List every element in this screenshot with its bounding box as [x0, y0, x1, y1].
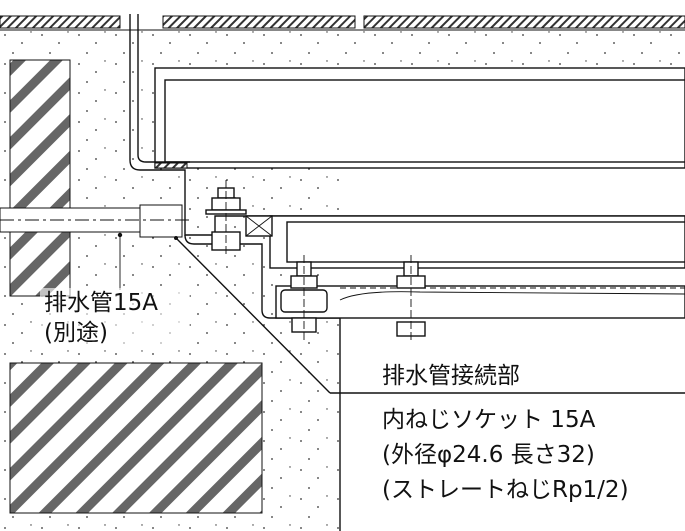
drain-pipe-note: (別途) [44, 320, 108, 346]
connection-title: 排水管接続部 [382, 363, 520, 389]
socket-dimensions: (外径φ24.6 長さ32) [382, 442, 595, 468]
leader-lines [174, 236, 685, 394]
socket-label: 内ねじソケット 15A [382, 407, 596, 433]
drain-pipe-label: 排水管15A [44, 290, 158, 316]
pit-structure [129, 14, 685, 531]
wall-block-lower [9, 362, 263, 514]
wall-block-upper [9, 59, 71, 297]
drain-pipe [0, 204, 190, 290]
socket-thread: (ストレートねじRp1/2) [382, 477, 629, 503]
socket [139, 204, 183, 238]
bolt-middle [280, 255, 328, 340]
bolt-left [205, 180, 273, 256]
floor-finish [0, 15, 685, 31]
bolt-right [396, 255, 426, 340]
